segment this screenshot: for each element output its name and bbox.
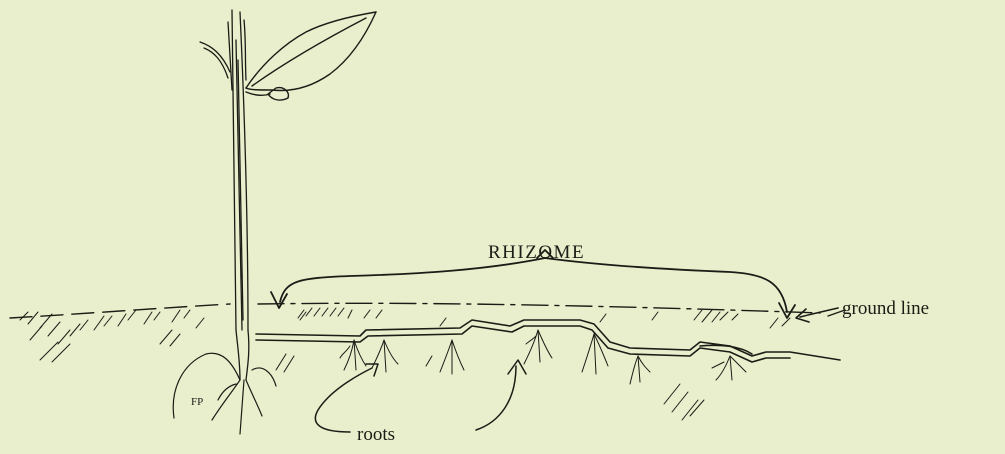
soil-hatching — [20, 308, 790, 420]
leaf — [246, 12, 376, 100]
rhizome-stem — [256, 320, 840, 362]
roots-arrows — [315, 360, 526, 432]
rhizome-label: RHIZOME — [488, 242, 585, 264]
plant-base — [173, 353, 276, 434]
plant-stem — [200, 10, 249, 380]
rhizome-roots — [340, 330, 746, 384]
roots-label: roots — [357, 424, 395, 446]
ground-line-label: ground line — [842, 298, 929, 320]
artist-initials: FP — [191, 396, 203, 408]
